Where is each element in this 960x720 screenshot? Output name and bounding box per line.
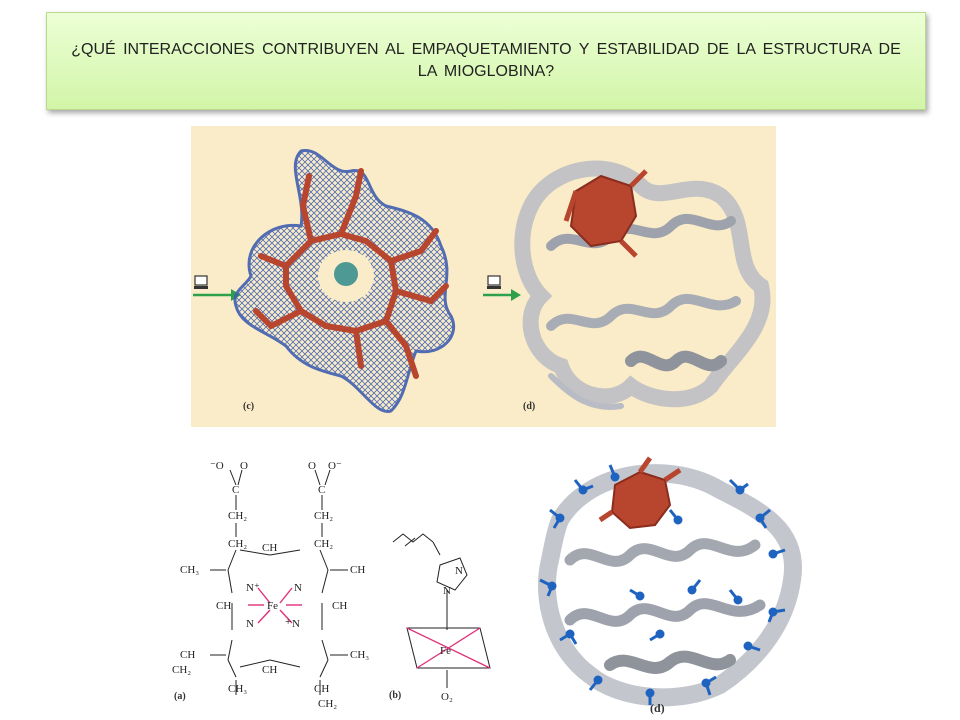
heme-group [563, 169, 648, 258]
label-a: (a) [174, 691, 186, 702]
slide-title-box: ¿QUÉ INTERACCIONES CONTRIBUYEN AL EMPAQU… [46, 12, 926, 110]
chem-plus: + [285, 616, 291, 628]
chem-n-imidazole-top: N [455, 565, 463, 577]
top-figure-panel: (c) (d) [191, 126, 776, 427]
chem-ch2-left-2: CH₂ [228, 538, 247, 550]
chem-ch-bottom: CH [262, 664, 277, 676]
chem-n-top-right: N [294, 582, 302, 594]
label-d-top: (d) [523, 401, 535, 412]
arrow-right-icon [483, 289, 521, 301]
chem-ch3-bottom: CH₃ [228, 683, 247, 695]
chem-n-bottom-left: N [246, 618, 254, 630]
chem-n-bottom-right: N [292, 618, 300, 630]
heme-group-bottom [598, 456, 682, 530]
myoglobin-sidechains-svg: (d) [538, 456, 803, 715]
chem-n-plus-top: N⁺ [246, 582, 260, 594]
chem-o-minus-right: O⁻ [328, 460, 342, 472]
heme-density-map [233, 149, 455, 413]
chem-ch-right: CH [332, 600, 347, 612]
computer-icon [194, 275, 208, 289]
chem-fe-plane: Fe [440, 645, 451, 657]
chem-ch-right-vinyl: CH [350, 564, 365, 576]
chem-c-left-top: C [232, 484, 239, 496]
heme-structure-figure: ⁻O O O O⁻ C C CH₂ CH₂ CH₂ CH₂ CH CH₃ CH … [170, 455, 380, 710]
chem-o-right: O [308, 460, 316, 472]
label-b: (b) [389, 690, 401, 701]
chem-o-left: O [240, 460, 248, 472]
chem-o-minus-left: ⁻O [210, 460, 224, 472]
histidine-fe-figure: N N Fe O₂ (b) [385, 520, 500, 710]
ribbon-backbone [538, 464, 803, 707]
label-d-bottom: (d) [650, 701, 665, 715]
chem-ch-vinyl-left: CH [180, 649, 195, 661]
chem-ch3-left: CH₃ [180, 564, 199, 576]
label-c: (c) [243, 401, 254, 412]
chem-ch2-right-1: CH₂ [314, 510, 333, 522]
chem-ch-top: CH [262, 542, 277, 554]
top-figure-svg: (c) (d) [193, 149, 771, 413]
myoglobin-ribbon [514, 160, 771, 410]
chem-ch2-bottom-vinyl: CH₂ [318, 698, 337, 710]
chem-c-right-top: C [318, 484, 325, 496]
chem-ch2-left-1: CH₂ [228, 510, 247, 522]
slide-title: ¿QUÉ INTERACCIONES CONTRIBUYEN AL EMPAQU… [71, 41, 901, 80]
chem-o2: O₂ [441, 691, 453, 703]
chem-ch-left: CH [216, 600, 231, 612]
side-chains [539, 464, 786, 705]
chem-ch-bottom-vinyl: CH [314, 683, 329, 695]
chem-fe: Fe [267, 600, 278, 612]
chem-ch3-right: CH₃ [350, 649, 369, 661]
chem-ch2-right-2: CH₂ [314, 538, 333, 550]
myoglobin-sidechains-figure: (d) [530, 450, 810, 715]
computer-icon [487, 275, 501, 289]
histidine-fe-svg: N N Fe O₂ (b) [389, 533, 491, 703]
chem-ch2-vinyl-left: CH₂ [172, 664, 191, 676]
heme-structure-svg: ⁻O O O O⁻ C C CH₂ CH₂ CH₂ CH₂ CH CH₃ CH … [172, 460, 369, 710]
chem-n-imidazole-bottom: N [443, 585, 451, 597]
